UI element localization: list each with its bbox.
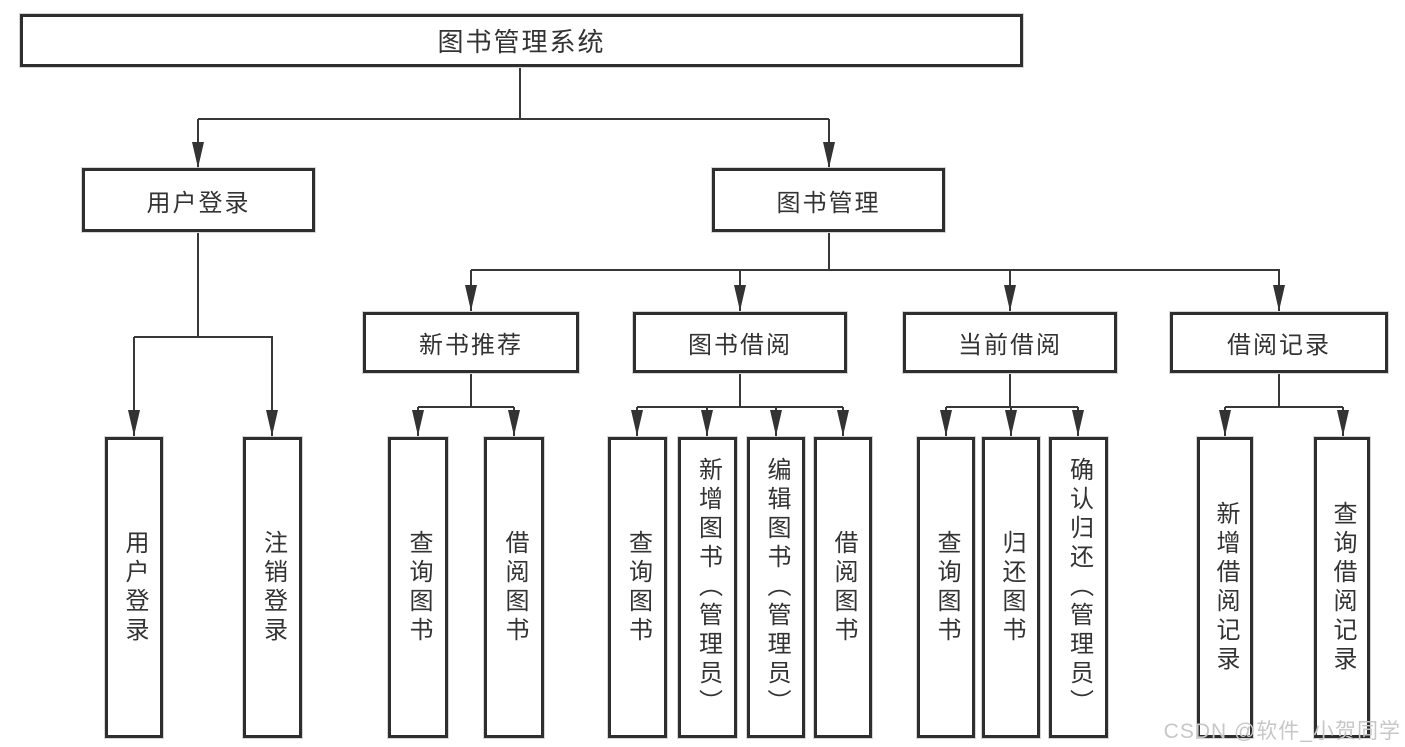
arrowhead-down-icon — [412, 410, 424, 436]
node-book-mgmt: 图书管理 — [712, 168, 945, 232]
connector-line — [471, 269, 1280, 271]
node-cb-query-book: 查询图书 — [917, 437, 975, 738]
node-label: 新增图书（管理员） — [694, 457, 722, 718]
connector-line — [1278, 373, 1280, 408]
node-cb-return-book: 归还图书 — [982, 437, 1040, 738]
connector-line — [1009, 373, 1011, 408]
node-bb-query-book: 查询图书 — [608, 437, 667, 738]
node-label: 借阅图书 — [501, 529, 528, 646]
node-bb-borrow-book: 借阅图书 — [814, 437, 872, 738]
node-label: 编辑图书（管理员） — [763, 457, 790, 718]
arrowhead-down-icon — [940, 410, 952, 436]
arrowhead-down-icon — [465, 285, 477, 311]
arrowhead-down-icon — [266, 410, 278, 436]
node-label: 新书推荐 — [419, 332, 523, 359]
node-label: 查询图书 — [933, 529, 960, 646]
connector-line — [519, 67, 521, 120]
node-new-book-rec: 新书推荐 — [363, 312, 579, 373]
arrowhead-down-icon — [770, 410, 782, 436]
node-rec-query-book: 查询图书 — [388, 437, 448, 738]
node-leaf-user-login: 用户登录 — [105, 437, 163, 738]
connector-line — [271, 337, 273, 437]
node-label: 注销登录 — [259, 529, 287, 646]
arrowhead-down-icon — [837, 410, 849, 436]
arrowhead-down-icon — [734, 285, 746, 311]
arrowhead-down-icon — [1004, 285, 1016, 311]
connector-line — [1225, 406, 1343, 408]
connector-line — [133, 337, 135, 437]
connector-line — [828, 232, 830, 271]
node-cb-confirm-return: 确认归还（管理员） — [1049, 437, 1108, 738]
arrowhead-down-icon — [128, 410, 140, 436]
node-label: 查询图书 — [624, 529, 652, 646]
connector-line — [197, 232, 199, 338]
connector-line — [470, 373, 472, 408]
node-leaf-logout: 注销登录 — [243, 437, 302, 738]
arrowhead-down-icon — [631, 410, 643, 436]
arrowhead-down-icon — [192, 142, 204, 168]
node-br-query-record: 查询借阅记录 — [1314, 437, 1370, 738]
node-br-add-record: 新增借阅记录 — [1197, 437, 1253, 738]
arrowhead-down-icon — [1072, 410, 1084, 436]
connector-line — [946, 406, 1078, 408]
connector-line — [637, 406, 843, 408]
arrowhead-down-icon — [1337, 410, 1349, 436]
node-label: 用户登录 — [146, 189, 251, 217]
node-label: 查询借阅记录 — [1329, 500, 1356, 675]
node-borrow-records: 借阅记录 — [1170, 312, 1388, 373]
node-label: 图书管理 — [776, 189, 881, 217]
node-label: 借阅图书 — [830, 529, 857, 646]
node-user-login: 用户登录 — [82, 168, 315, 232]
node-label: 用户登录 — [121, 529, 148, 646]
arrowhead-down-icon — [1273, 285, 1285, 311]
node-label: 查询图书 — [405, 529, 432, 646]
arrowhead-down-icon — [823, 142, 835, 168]
node-label: 图书借阅 — [688, 332, 792, 359]
node-label: 借阅记录 — [1227, 332, 1331, 359]
arrowhead-down-icon — [701, 410, 713, 436]
connector-line — [134, 336, 273, 338]
node-label: 当前借阅 — [958, 332, 1062, 359]
node-rec-borrow-book: 借阅图书 — [484, 437, 544, 738]
node-current-borrow: 当前借阅 — [903, 312, 1117, 373]
node-bb-add-book: 新增图书（管理员） — [678, 437, 737, 738]
connector-line — [198, 118, 829, 120]
node-label: 确认归还（管理员） — [1065, 457, 1093, 718]
watermark: CSDN @软件_小贺同学 — [1163, 720, 1401, 743]
arrowhead-down-icon — [1219, 410, 1231, 436]
node-book-borrow: 图书借阅 — [633, 312, 847, 373]
node-label: 归还图书 — [998, 529, 1025, 646]
node-root: 图书管理系统 — [20, 14, 1023, 67]
connector-line — [418, 406, 514, 408]
arrowhead-down-icon — [508, 410, 520, 436]
arrowhead-down-icon — [1005, 410, 1017, 436]
node-label: 图书管理系统 — [437, 27, 606, 57]
connector-line — [739, 373, 741, 408]
node-bb-edit-book: 编辑图书（管理员） — [747, 437, 805, 738]
node-label: 新增借阅记录 — [1212, 500, 1239, 675]
